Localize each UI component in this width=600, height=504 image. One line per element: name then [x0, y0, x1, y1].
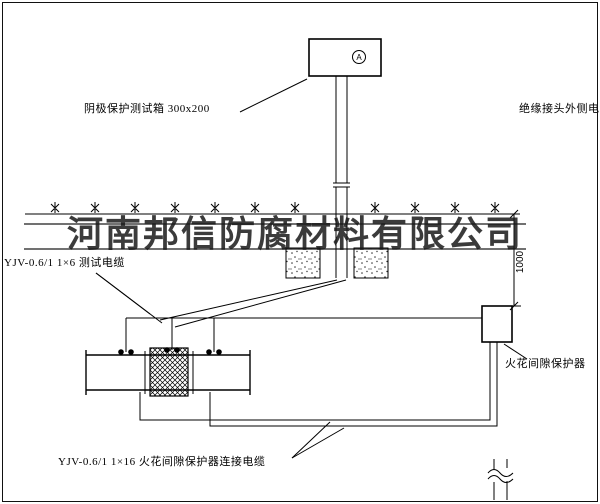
spark-gap-cables [139, 342, 498, 427]
test-box: A [308, 38, 382, 77]
pipe-break-symbol [487, 459, 514, 500]
ammeter-letter: A [356, 53, 362, 62]
conduit-riser [333, 76, 350, 278]
label-spark-gap-cable: YJV-0.6/1 1×16 火花间隙保护器连接电缆 [58, 456, 266, 468]
watermark-text: 河南邦信防腐材料有限公司 [66, 214, 523, 254]
label-test-box: 阴极保护测试箱 300x200 [84, 103, 210, 115]
label-insulated-joint-cable: 绝缘接头外侧电缆 [519, 103, 600, 115]
ammeter-icon [352, 50, 366, 64]
cable-weld-points [118, 347, 222, 355]
insulating-joint [144, 347, 194, 397]
test-cables [125, 279, 482, 352]
ground-line [25, 202, 520, 215]
dimension-1000: 1000 [509, 209, 526, 311]
concrete-blocks [285, 247, 389, 279]
watermark-lines [24, 223, 526, 250]
concrete-block-left [285, 247, 321, 279]
label-test-cable: YJV-0.6/1 1×6 测试电缆 [4, 257, 125, 269]
concrete-block-right [353, 247, 389, 279]
leader-lines [95, 272, 528, 459]
label-spark-gap-protector: 火花间隙保护器 [505, 358, 586, 370]
dimension-text: 1000 [515, 250, 526, 273]
grade-marks [50, 202, 500, 213]
test-box-leader [239, 78, 308, 113]
spark-gap-protector [481, 305, 513, 343]
